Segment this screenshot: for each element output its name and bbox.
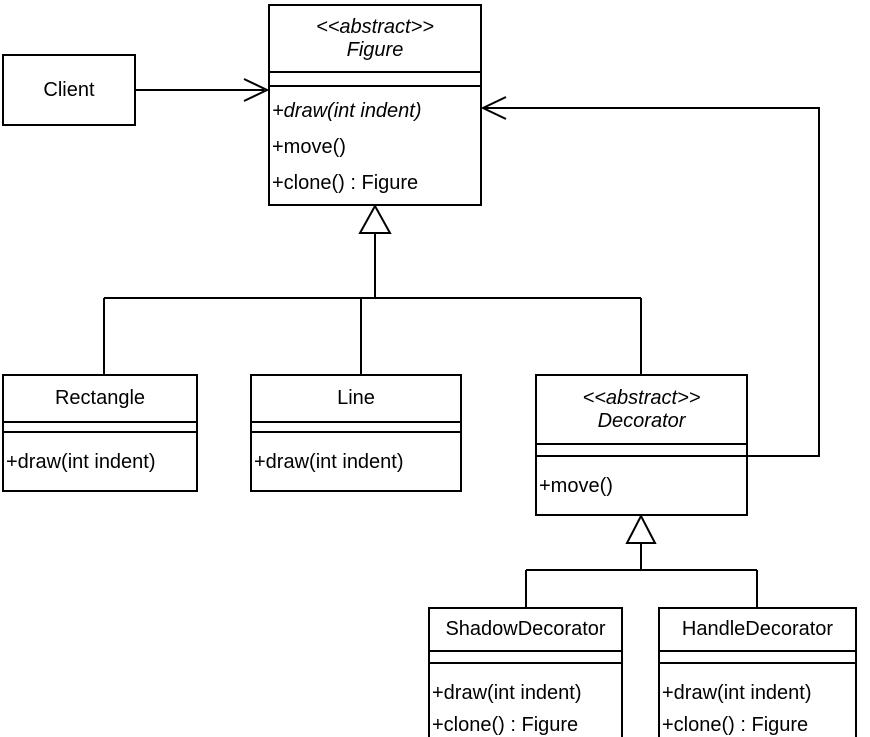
class-name-decorator: Decorator [597, 409, 686, 432]
class-box-rectangle: Rectangle +draw(int indent) [2, 374, 198, 492]
handle-decorator-title-compartment: HandleDecorator [660, 609, 855, 652]
shadow-decorator-method-clone: +clone() : Figure [432, 714, 579, 736]
client-title-compartment: Client [4, 56, 134, 124]
shadow-decorator-attributes-compartment [430, 652, 621, 664]
class-box-line: Line +draw(int indent) [250, 374, 462, 492]
figure-attributes-compartment [270, 73, 480, 87]
class-name-rectangle: Rectangle [54, 387, 146, 409]
decorator-title-compartment: <<abstract>> Decorator [537, 376, 746, 445]
line-method-draw: +draw(int indent) [254, 450, 404, 473]
figure-method-draw: +draw(int indent) [272, 100, 422, 122]
figure-generalization-triangle-icon [358, 203, 392, 234]
figure-method-move: +move() [272, 136, 346, 158]
rectangle-methods-compartment: +draw(int indent) [4, 433, 196, 490]
line-attributes-compartment [252, 423, 460, 433]
class-name-handle-decorator: HandleDecorator [681, 618, 834, 640]
line-title-compartment: Line [252, 376, 460, 423]
shadow-decorator-method-draw: +draw(int indent) [432, 682, 582, 704]
handle-decorator-methods-compartment: +draw(int indent) +clone() : Figure [660, 664, 855, 737]
shadow-decorator-title-compartment: ShadowDecorator [430, 609, 621, 652]
class-box-shadow-decorator: ShadowDecorator +draw(int indent) +clone… [428, 607, 623, 737]
class-box-figure: <<abstract>> Figure +draw(int indent) +m… [268, 4, 482, 206]
class-box-client: Client [2, 54, 136, 126]
handle-decorator-method-draw: +draw(int indent) [662, 682, 812, 704]
shadow-decorator-methods-compartment: +draw(int indent) +clone() : Figure [430, 664, 621, 737]
decorator-attributes-compartment [537, 445, 746, 457]
client-to-figure-open-arrowhead-icon [243, 78, 270, 102]
stereotype-figure: <<abstract>> [316, 15, 434, 38]
class-box-decorator: <<abstract>> Decorator +move() [535, 374, 748, 516]
decorator-to-figure-association-line [484, 107, 820, 457]
class-box-handle-decorator: HandleDecorator +draw(int indent) +clone… [658, 607, 857, 737]
decorator-to-figure-open-arrowhead-icon [480, 96, 507, 120]
rectangle-attributes-compartment [4, 423, 196, 433]
decorator-generalization-triangle-icon [625, 513, 657, 544]
decorator-method-move: +move() [539, 474, 613, 497]
line-methods-compartment: +draw(int indent) [252, 433, 460, 490]
handle-decorator-method-clone: +clone() : Figure [662, 714, 809, 736]
figure-methods-compartment: +draw(int indent) +move() +clone() : Fig… [270, 87, 480, 204]
class-name-figure: Figure [346, 38, 404, 61]
class-name-shadow-decorator: ShadowDecorator [445, 618, 606, 640]
class-name-line: Line [337, 387, 375, 409]
figure-title-compartment: <<abstract>> Figure [270, 6, 480, 73]
rectangle-method-draw: +draw(int indent) [6, 450, 156, 473]
rectangle-title-compartment: Rectangle [4, 376, 196, 423]
stereotype-decorator: <<abstract>> [582, 386, 701, 409]
class-name-client: Client [43, 78, 95, 101]
figure-method-clone: +clone() : Figure [272, 172, 419, 194]
handle-decorator-attributes-compartment [660, 652, 855, 664]
decorator-methods-compartment: +move() [537, 457, 746, 514]
